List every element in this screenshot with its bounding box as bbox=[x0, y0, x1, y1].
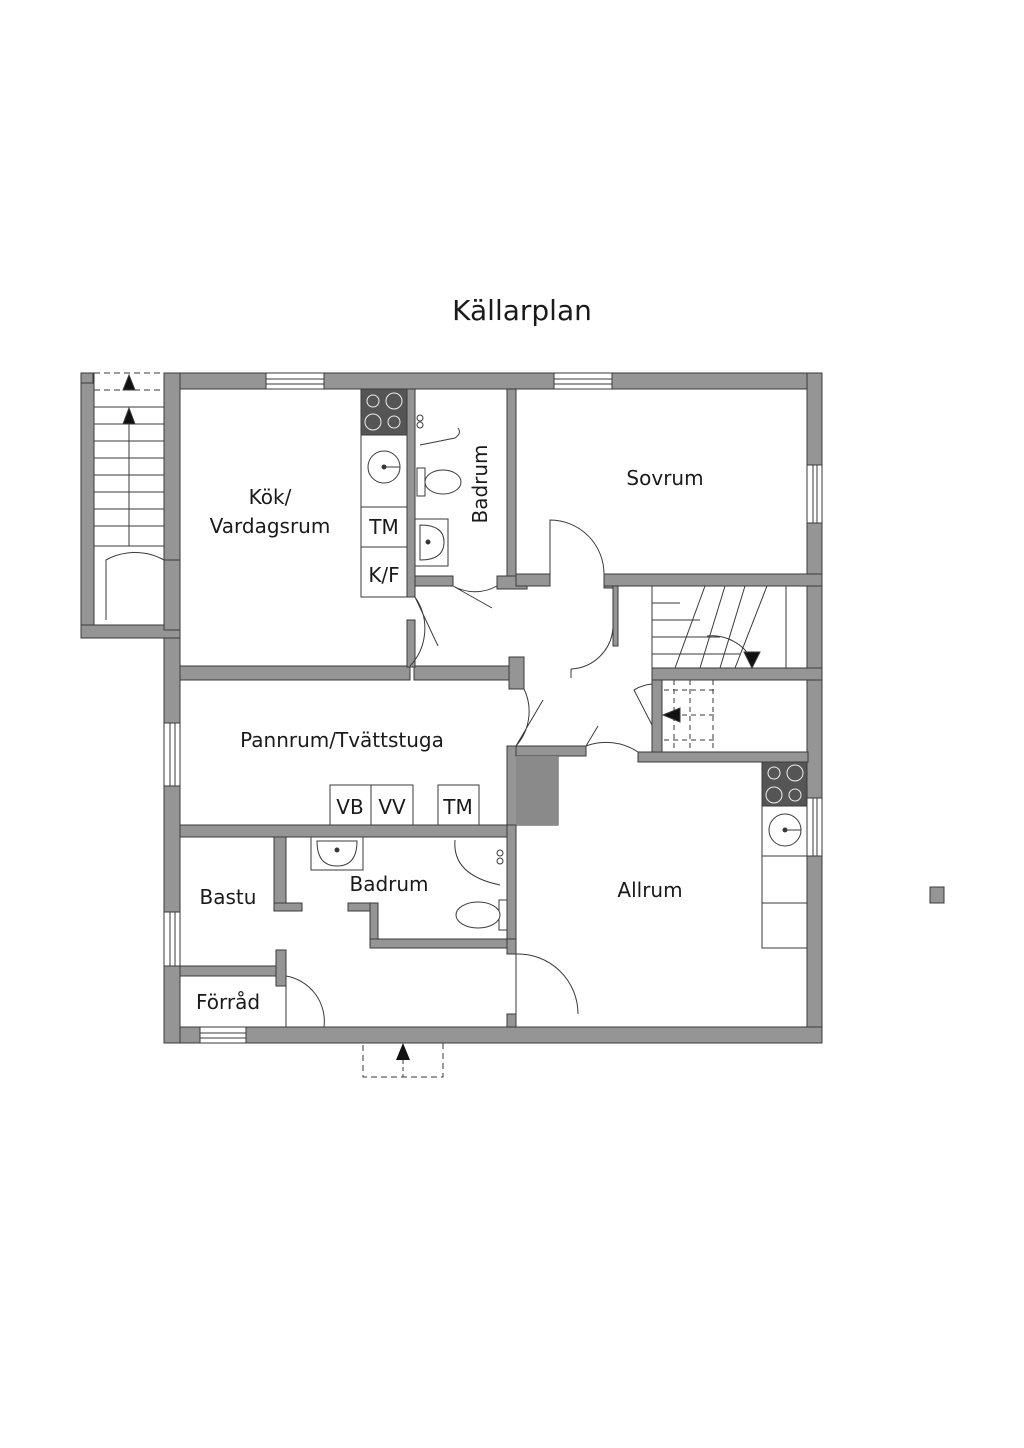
lower-bath-fixtures bbox=[310, 836, 508, 931]
room-label-forrad: Förråd bbox=[196, 990, 260, 1014]
chimney-block bbox=[516, 756, 558, 825]
kf-label: K/F bbox=[368, 563, 399, 587]
washbasin-icon bbox=[310, 836, 364, 871]
room-label-pannrum: Pannrum/Tvättstuga bbox=[240, 728, 444, 752]
tm-laundry-label: TM bbox=[442, 795, 472, 819]
doors bbox=[285, 519, 653, 1078]
room-label-kok: Kök/ bbox=[249, 485, 292, 509]
laundry-fixtures bbox=[329, 784, 480, 826]
room-label-vardagsrum: Vardagsrum bbox=[210, 514, 331, 538]
window-allrum-east bbox=[806, 797, 823, 857]
windows bbox=[163, 372, 823, 1044]
room-label-allrum: Allrum bbox=[617, 878, 682, 902]
outer-stairs bbox=[94, 372, 165, 620]
plan-title: Källarplan bbox=[452, 294, 592, 327]
shower-icon bbox=[454, 839, 501, 886]
window-kitchen bbox=[265, 372, 325, 390]
window-sovrum-east bbox=[806, 464, 823, 524]
allrum-kitchenette bbox=[761, 761, 808, 949]
vv-label: VV bbox=[378, 795, 406, 819]
toilet-icon bbox=[416, 467, 462, 497]
inner-stairs bbox=[651, 585, 808, 752]
window-sovrum bbox=[553, 372, 613, 390]
room-label-sovrum: Sovrum bbox=[626, 466, 703, 490]
vb-label: VB bbox=[336, 795, 363, 819]
window-forrad bbox=[199, 1026, 247, 1044]
marker-square bbox=[929, 886, 945, 904]
toilet-icon bbox=[455, 899, 508, 931]
top-bath-fixtures bbox=[414, 414, 462, 567]
washbasin-icon bbox=[414, 518, 449, 567]
room-label-badrum-bottom: Badrum bbox=[349, 872, 428, 896]
window-pannrum bbox=[163, 722, 181, 787]
shower-icon bbox=[419, 427, 460, 446]
tm-kitchen-label: TM bbox=[368, 515, 398, 539]
room-label-badrum-top: Badrum bbox=[468, 444, 492, 523]
window-bastu bbox=[163, 911, 181, 967]
room-label-bastu: Bastu bbox=[200, 885, 257, 909]
kitchen-fixtures bbox=[360, 388, 408, 598]
